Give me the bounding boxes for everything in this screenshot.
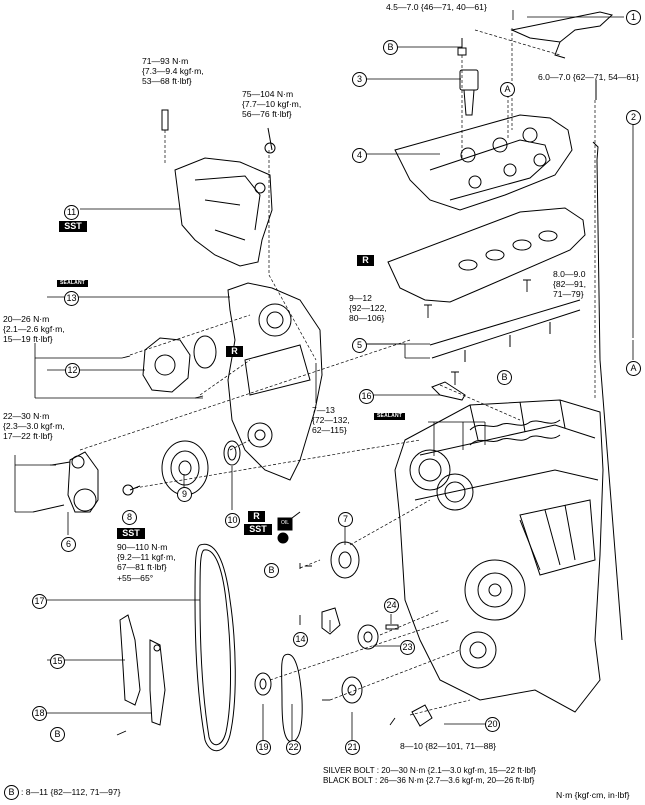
engine-mount [161, 109, 276, 267]
drive-belt-tensioner [32, 451, 99, 513]
timing-chain [194, 543, 236, 752]
black-bolt-note: BLACK BOLT : 26—36 N·m {2.7—3.6 kgf·m, 2… [323, 776, 535, 785]
sst-tag-seal: SST [244, 524, 272, 535]
callout-b-left: B [50, 727, 65, 742]
leader-lines [14, 10, 634, 740]
torque-tensioner: 22—30 N·m {2.3—3.0 kgf·m, 17—22 ft·lbf} [3, 411, 65, 442]
r-tag-gasket: R [357, 255, 374, 266]
torque-dipstick: 6.0—7.0 {62—71, 54—61} [538, 72, 639, 82]
callout-3: 3 [352, 72, 367, 87]
front-oil-seal [223, 440, 241, 466]
torque-water-pump: 20—26 N·m {2.1—2.6 kgf·m, 15—19 ft·lbf} [3, 314, 65, 345]
oil-tool-icon [277, 511, 301, 544]
r-tag-seal: R [248, 511, 265, 522]
valve-cover [394, 114, 573, 211]
callout-15: 15 [50, 654, 65, 669]
oil-dipstick [592, 80, 623, 641]
callout-14: 14 [293, 632, 308, 647]
silver-bolt-note: SILVER BOLT : 20—30 N·m {2.1—3.0 kgf·m, … [323, 766, 536, 775]
water-pump [142, 335, 217, 393]
callout-b-mid: B [264, 563, 279, 578]
callout-10: 10 [225, 513, 240, 528]
callout-21: 21 [345, 740, 360, 755]
callout-b-right: B [497, 370, 512, 385]
oil-level-sensor [411, 704, 433, 727]
callout-8: 8 [122, 510, 137, 525]
callout-16: 16 [359, 389, 374, 404]
callout-a-top: A [500, 82, 515, 97]
sst-tag-pulley: SST [117, 528, 145, 539]
callout-7: 7 [338, 512, 353, 527]
units-legend: N·m {kgf·cm, in·lbf} [556, 790, 630, 800]
callout-17: 17 [32, 594, 47, 609]
footer-b-torque: : 8—11 {82—112, 71—97} [21, 787, 121, 797]
crank-sprocket [254, 672, 272, 696]
sealant-tag-cover: SEALANT [57, 280, 89, 287]
torque-bracket-5-left: 9—12 {92—122, 80—106} [349, 293, 387, 324]
callout-2: 2 [626, 110, 641, 125]
bracket-16 [431, 381, 466, 401]
valve-cover-gasket [387, 207, 586, 303]
callout-23: 23 [400, 640, 415, 655]
wiring-bracket-5 [429, 299, 581, 362]
callout-b-top: B [383, 40, 398, 55]
callout-24: 24 [384, 598, 399, 613]
top-bracket [510, 11, 614, 59]
oil-pump-sprocket [341, 676, 363, 704]
crankshaft-pulley [122, 440, 209, 496]
torque-pulley-bolt: 90—110 N·m {9.2—11 kgf·m, 67—81 ft·lbf} … [117, 542, 176, 583]
torque-sensor: 8—10 {82—101, 71—88} [400, 741, 497, 751]
timing-chain-cover [227, 282, 323, 481]
engine-block [394, 399, 604, 713]
water-pump-pulley [330, 541, 360, 579]
torque-bracket-5-right: 8.0—9.0 {82—91, 71—79} [553, 269, 586, 300]
callout-22: 22 [286, 740, 301, 755]
callout-11: 11 [64, 205, 79, 220]
torque-bracket: 4.5—7.0 {46—71, 40—61} [386, 2, 487, 12]
callout-13: 13 [64, 291, 79, 306]
torque-front-cover: 7—13 {72—132, 62—115} [312, 405, 350, 436]
callout-9: 9 [177, 487, 192, 502]
torque-mount-bolt: 71—93 N·m {7.3—9.4 kgf·m, 53—68 ft·lbf} [142, 56, 204, 87]
tensioner-arm [149, 639, 166, 726]
callout-1: 1 [626, 10, 641, 25]
callout-18: 18 [32, 706, 47, 721]
alignment-dashes [79, 28, 596, 716]
bolts [50, 279, 531, 736]
callout-6: 6 [61, 537, 76, 552]
callout-12: 12 [65, 363, 80, 378]
callout-4: 4 [352, 148, 367, 163]
idler-sprocket [357, 624, 379, 650]
torque-mount-nut: 75—104 N·m {7.7—10 kgf·m, 56—76 ft·lbf} [242, 89, 302, 120]
tensioner-bracket [321, 607, 341, 635]
oil-label: OIL [281, 520, 290, 526]
callout-b-footer: B [4, 785, 19, 800]
sealant-tag-head: SEALANT [374, 413, 406, 420]
callout-5: 5 [352, 338, 367, 353]
chain-guide [119, 614, 141, 706]
callout-a-bottom: A [626, 361, 641, 376]
ignition-coil [457, 38, 479, 116]
r-tag-oring: R [226, 346, 243, 357]
callout-20: 20 [485, 717, 500, 732]
sst-tag-mount: SST [59, 221, 87, 232]
woodruff-key [385, 624, 399, 630]
callout-19: 19 [256, 740, 271, 755]
